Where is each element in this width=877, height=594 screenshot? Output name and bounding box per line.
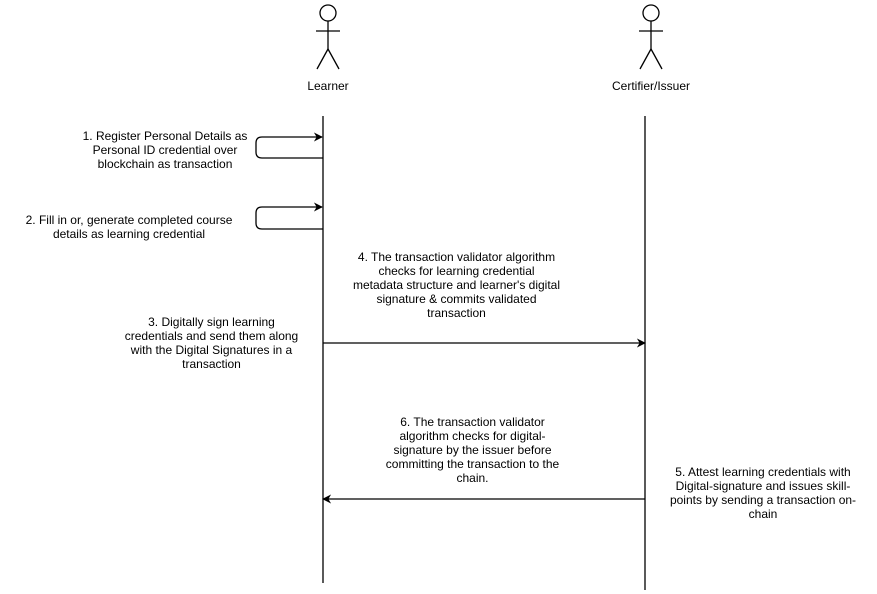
message-1-label: 1. Register Personal Details as Personal… <box>82 129 248 171</box>
message-2-label: 2. Fill in or, generate completed course… <box>25 213 233 241</box>
message-6-label: 6. The transaction validator algorithm c… <box>385 415 560 485</box>
learner-actor-icon <box>316 4 340 70</box>
learner-actor-label: Learner <box>307 79 349 93</box>
message-4-label: 4. The transaction validator algorithm c… <box>352 250 561 320</box>
issuer-actor-label: Certifier/Issuer <box>611 79 691 93</box>
message-5-label: 5. Attest learning credentials with Digi… <box>669 465 857 521</box>
self-message-1-arrow <box>255 132 323 159</box>
issuer-actor-icon <box>639 4 663 70</box>
self-message-2-arrow <box>255 202 323 230</box>
message-3-label: 3. Digitally sign learning credentials a… <box>124 315 299 371</box>
